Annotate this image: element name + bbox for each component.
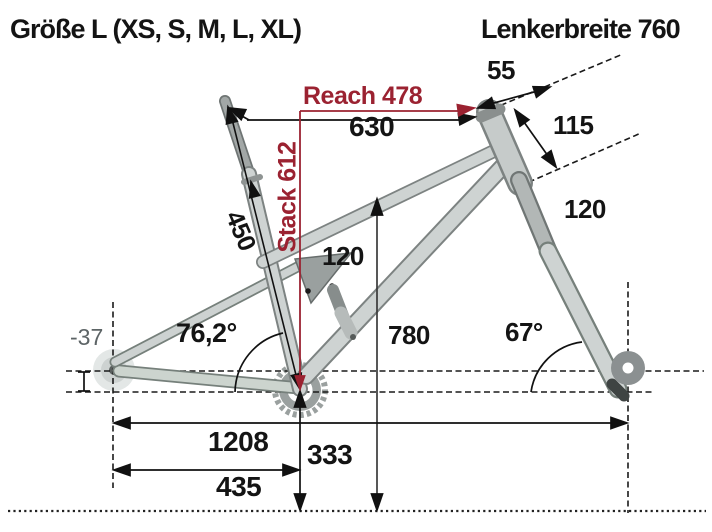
label-rear-travel: 120 — [322, 241, 364, 271]
label-reach: Reach 478 — [303, 82, 423, 110]
rear-shock — [327, 284, 358, 340]
label-chainstay-length: 435 — [216, 471, 262, 502]
bb-drop-indicator — [78, 371, 90, 392]
handlebar-width-label: Lenkerbreite 760 — [481, 14, 681, 44]
label-bb-height: 333 — [307, 439, 353, 470]
label-saddle-to-bar: 630 — [349, 111, 395, 142]
label-stem-length: 55 — [487, 55, 515, 85]
label-fork-travel: 120 — [564, 194, 606, 224]
dimension-lines — [111, 85, 630, 513]
label-head-tube-length: 115 — [553, 110, 594, 140]
reach-stack-lines — [294, 103, 477, 392]
label-stack: Stack 612 — [273, 141, 302, 253]
label-head-tube-angle: 67° — [505, 317, 543, 347]
label-bb-drop: -37 — [70, 324, 104, 350]
fork-dropout — [606, 378, 630, 402]
size-title: Größe L (XS, S, M, L, XL) — [10, 14, 302, 44]
front-axle — [611, 351, 645, 385]
label-wheelbase: 1208 — [208, 426, 269, 457]
head-angle-arc — [530, 341, 583, 393]
label-standover-height: 780 — [388, 320, 430, 350]
seat-clamp — [241, 174, 263, 185]
seat-angle-arc — [234, 332, 284, 393]
headset-top-cap — [475, 103, 506, 123]
frame-tubes — [109, 95, 630, 402]
angle-arcs — [234, 332, 583, 393]
label-seat-tube-angle: 76,2° — [176, 318, 237, 348]
